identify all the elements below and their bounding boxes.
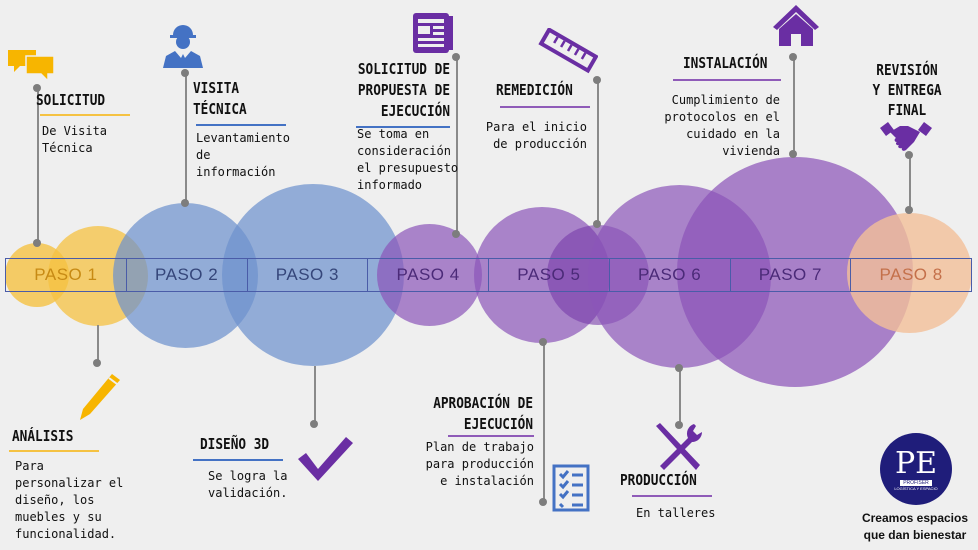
connector xyxy=(909,155,911,210)
connector-dot xyxy=(33,84,41,92)
house-icon xyxy=(773,5,819,46)
step-8: PASO 8 xyxy=(879,265,943,284)
step-4: PASO 4 xyxy=(368,259,489,291)
circle-step8 xyxy=(847,213,972,333)
connector-dot xyxy=(33,239,41,247)
connector-dot xyxy=(93,359,101,367)
connector-dot xyxy=(539,338,547,346)
connector-dot xyxy=(789,53,797,61)
produccion-desc: En talleres xyxy=(636,506,716,520)
divider xyxy=(40,114,130,116)
instalacion-title: INSTALACIÓN xyxy=(683,54,768,72)
divider xyxy=(673,79,781,81)
analisis-title: ANÁLISIS xyxy=(12,427,74,445)
connector xyxy=(97,325,99,365)
connector-dot xyxy=(905,206,913,214)
divider xyxy=(9,450,99,452)
divider xyxy=(448,435,534,437)
connector-dot xyxy=(181,69,189,77)
divider xyxy=(356,126,450,128)
handshake-icon xyxy=(880,122,932,151)
divider xyxy=(632,495,712,497)
circle-step3 xyxy=(222,184,404,366)
connector xyxy=(597,80,599,225)
remedicion-title: REMEDICIÓN xyxy=(496,81,573,99)
connector xyxy=(185,73,187,203)
connector-dot xyxy=(452,230,460,238)
step-3: PASO 3 xyxy=(248,259,369,291)
checklist-icon xyxy=(552,464,590,512)
circle-step4 xyxy=(377,224,482,326)
connector-dot xyxy=(452,53,460,61)
connector-dot xyxy=(593,76,601,84)
solicitud-title: SOLICITUD xyxy=(36,91,106,109)
connector-dot xyxy=(905,151,913,159)
brand-logo: PE PROFISER LOGÍSTICA Y ESPACIO xyxy=(880,433,952,505)
connector xyxy=(793,57,795,154)
step-5: PASO 5 xyxy=(489,259,610,291)
connector-dot xyxy=(539,498,547,506)
document-icon xyxy=(413,13,453,53)
worker-helmet-icon xyxy=(163,25,203,68)
connector xyxy=(543,342,545,502)
chat-bubbles-icon xyxy=(8,50,55,83)
connector-dot xyxy=(181,199,189,207)
steps-strip: PASO 1 PASO 2 PASO 3 PASO 4 PASO 5 PASO … xyxy=(5,258,972,292)
divider xyxy=(193,459,283,461)
ruler-icon xyxy=(538,28,598,74)
connector-dot xyxy=(675,364,683,372)
connector xyxy=(679,367,681,425)
step-6: PASO 6 xyxy=(610,259,731,291)
connector-dot xyxy=(593,220,601,228)
connector-dot xyxy=(789,150,797,158)
diseno-title: DISEÑO 3D xyxy=(200,435,270,453)
divider xyxy=(500,106,590,108)
step-7: PASO 7 xyxy=(731,259,852,291)
step-2: PASO 2 xyxy=(127,259,248,291)
connector xyxy=(37,88,39,243)
connector xyxy=(456,57,458,234)
connector-dot xyxy=(310,420,318,428)
pencil-icon xyxy=(80,374,120,420)
step-1: PASO 1 xyxy=(6,259,127,291)
checkmark-icon xyxy=(298,437,353,481)
connector-dot xyxy=(675,421,683,429)
divider xyxy=(196,124,286,126)
connector xyxy=(314,366,316,425)
tools-icon xyxy=(656,423,702,470)
produccion-title: PRODUCCIÓN xyxy=(620,471,697,489)
